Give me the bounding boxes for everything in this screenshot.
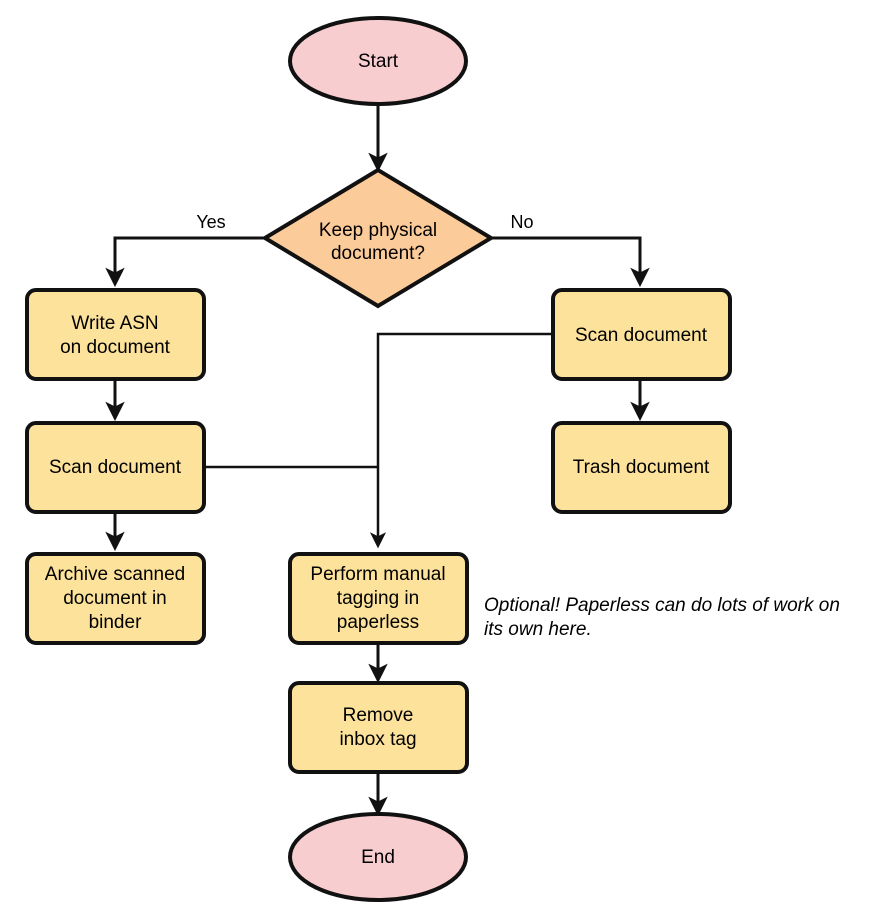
annotation-optional-note-line1: Optional! Paperless can do lots of work … [484, 595, 840, 616]
edge-scan-right-to-manual-tagging [369, 332, 553, 549]
node-perform-manual-tagging[interactable]: Perform manual tagging in paperless [288, 552, 469, 645]
node-trash-document[interactable]: Trash document [551, 421, 732, 514]
node-scan-document-right[interactable]: Scan document [551, 288, 732, 381]
node-trash-document-label: Trash document [573, 457, 710, 478]
node-manual-tagging-label-line2: tagging in [337, 588, 419, 609]
node-write-asn-on-document[interactable]: Write ASN on document [25, 288, 206, 381]
edge-decision-no-to-scan-right [491, 236, 650, 288]
node-decision-label-line1: Keep physical [319, 220, 437, 241]
node-write-asn-label-line2: on document [60, 337, 171, 358]
edge-label-yes: Yes [196, 212, 225, 232]
node-remove-inbox-label-line1: Remove [343, 705, 414, 726]
node-archive-label-line1: Archive scanned [45, 564, 185, 585]
annotation-optional-note-line2: its own here. [484, 619, 592, 640]
node-archive-label-line3: binder [89, 612, 142, 633]
node-scan-document-right-label: Scan document [575, 325, 708, 346]
node-decision-label-line2: document? [331, 243, 425, 264]
annotation-optional-note: Optional! Paperless can do lots of work … [484, 595, 840, 640]
node-decision-keep-physical-document[interactable]: Keep physical document? [261, 167, 495, 309]
node-archive-label-line2: document in [63, 588, 167, 609]
node-scan-document-left[interactable]: Scan document [25, 421, 206, 514]
node-end-label: End [361, 847, 395, 868]
node-manual-tagging-label-line3: paperless [337, 612, 419, 633]
node-end[interactable]: End [288, 812, 468, 902]
node-manual-tagging-label-line1: Perform manual [310, 564, 445, 585]
node-scan-document-left-label: Scan document [49, 457, 182, 478]
node-archive-scanned-document[interactable]: Archive scanned document in binder [25, 552, 206, 645]
node-start[interactable]: Start [288, 16, 468, 106]
edge-label-no: No [510, 212, 533, 232]
edge-decision-yes-to-write-asn [105, 236, 265, 288]
node-start-label: Start [358, 51, 399, 72]
node-write-asn-label-line1: Write ASN [71, 313, 158, 334]
node-remove-inbox-label-line2: inbox tag [339, 729, 416, 750]
node-remove-inbox-tag[interactable]: Remove inbox tag [288, 681, 469, 774]
